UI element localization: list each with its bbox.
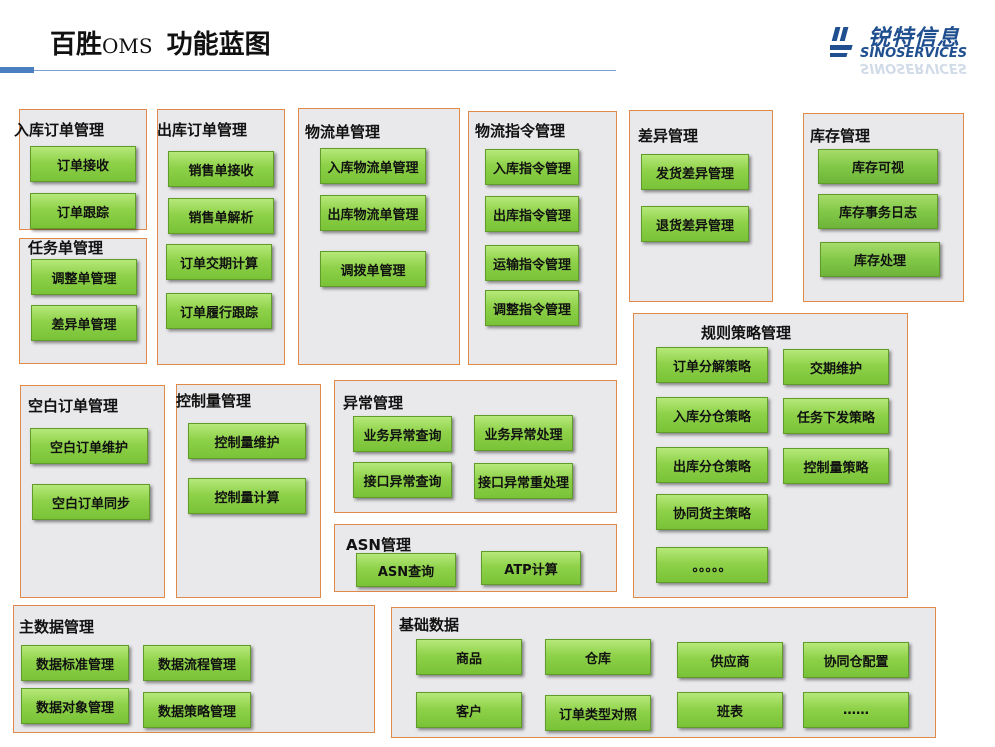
btn-api-exception-retry[interactable]: 接口异常重处理 xyxy=(474,463,573,499)
btn-data-object[interactable]: 数据对象管理 xyxy=(21,688,129,724)
btn-control-maintain[interactable]: 控制量维护 xyxy=(188,423,306,459)
btn-order-split[interactable]: 订单分解策略 xyxy=(656,347,768,383)
btn-cowarehouse-config[interactable]: 协同仓配置 xyxy=(803,642,909,678)
btn-data-strategy[interactable]: 数据策略管理 xyxy=(143,692,251,728)
btn-adjust-order[interactable]: 调整单管理 xyxy=(31,259,137,295)
title-divider xyxy=(34,70,616,71)
btn-shift-table[interactable]: 班表 xyxy=(677,692,783,728)
title-main: 百胜 xyxy=(50,30,103,60)
btn-blank-maintain[interactable]: 空白订单维护 xyxy=(30,428,148,464)
logo-en-text: SINOSERVICES xyxy=(860,46,968,61)
btn-sales-receive[interactable]: 销售单接收 xyxy=(168,151,274,187)
panel-logistics-order xyxy=(298,108,460,365)
btn-more-strategy[interactable]: 。。。。。 xyxy=(656,547,768,583)
btn-inventory-process[interactable]: 库存处理 xyxy=(820,242,940,277)
btn-data-standard[interactable]: 数据标准管理 xyxy=(21,645,129,681)
btn-ship-diff[interactable]: 发货差异管理 xyxy=(641,154,749,190)
label-asn: ASN管理 xyxy=(346,536,411,554)
btn-adjust-command[interactable]: 调整指令管理 xyxy=(485,290,579,326)
btn-more-basic[interactable]: …… xyxy=(803,692,909,728)
btn-owner-strategy[interactable]: 协同货主策略 xyxy=(656,494,768,530)
page-title: 百胜OMS 功能蓝图 xyxy=(50,24,271,61)
label-outbound-order: 出库订单管理 xyxy=(157,121,248,139)
btn-outbound-logistics[interactable]: 出库物流单管理 xyxy=(320,195,426,231)
btn-fulfill-track[interactable]: 订单履行跟踪 xyxy=(166,293,272,329)
label-task-order: 任务单管理 xyxy=(28,239,104,257)
btn-order-track[interactable]: 订单跟踪 xyxy=(30,193,136,229)
label-logistics-order: 物流单管理 xyxy=(305,123,381,141)
title-accent-bar xyxy=(0,67,34,73)
label-control-quantity: 控制量管理 xyxy=(176,392,252,410)
title-sub: 功能蓝图 xyxy=(166,30,271,60)
btn-return-diff[interactable]: 退货差异管理 xyxy=(641,206,749,242)
logo-en-reflection: SINOSERVICES xyxy=(860,60,968,75)
btn-order-receive[interactable]: 订单接收 xyxy=(30,146,136,182)
btn-outbound-command[interactable]: 出库指令管理 xyxy=(485,196,579,232)
btn-asn-query[interactable]: ASN查询 xyxy=(356,553,456,587)
btn-delivery-calc[interactable]: 订单交期计算 xyxy=(166,244,272,280)
btn-api-exception-query[interactable]: 接口异常查询 xyxy=(353,462,452,498)
btn-customer[interactable]: 客户 xyxy=(416,692,522,728)
label-inbound-order: 入库订单管理 xyxy=(14,121,105,139)
label-inventory: 库存管理 xyxy=(810,127,871,145)
btn-control-strategy[interactable]: 控制量策略 xyxy=(783,448,889,484)
company-logo: 锐特信息 SINOSERVICES SINOSERVICES xyxy=(830,22,980,82)
label-exception: 异常管理 xyxy=(343,394,404,412)
label-rule-strategy: 规则策略管理 xyxy=(701,324,792,342)
btn-inventory-visible[interactable]: 库存可视 xyxy=(818,149,938,184)
btn-warehouse[interactable]: 仓库 xyxy=(545,639,651,675)
btn-product[interactable]: 商品 xyxy=(416,639,522,675)
btn-inbound-logistics[interactable]: 入库物流单管理 xyxy=(320,148,426,184)
title-oms: OMS xyxy=(102,34,153,58)
logo-mark-icon xyxy=(830,27,853,57)
btn-inbound-command[interactable]: 入库指令管理 xyxy=(485,149,579,185)
label-blank-order: 空白订单管理 xyxy=(28,397,119,415)
logo-cn-text: 锐特信息 xyxy=(868,26,961,51)
btn-order-type-map[interactable]: 订单类型对照 xyxy=(545,695,651,731)
btn-diff-order[interactable]: 差异单管理 xyxy=(31,305,137,341)
btn-blank-sync[interactable]: 空白订单同步 xyxy=(32,484,150,520)
label-basic-data: 基础数据 xyxy=(399,616,460,634)
btn-outbound-split[interactable]: 出库分仓策略 xyxy=(656,447,768,483)
btn-atp-calc[interactable]: ATP计算 xyxy=(481,551,581,585)
label-logistics-command: 物流指令管理 xyxy=(475,122,566,140)
btn-data-flow[interactable]: 数据流程管理 xyxy=(143,645,251,681)
btn-sales-parse[interactable]: 销售单解析 xyxy=(168,198,274,234)
btn-task-dispatch[interactable]: 任务下发策略 xyxy=(783,398,889,434)
btn-inbound-split[interactable]: 入库分仓策略 xyxy=(656,397,768,433)
label-master-data: 主数据管理 xyxy=(19,618,95,636)
btn-inventory-log[interactable]: 库存事务日志 xyxy=(818,194,938,229)
btn-delivery-maintain[interactable]: 交期维护 xyxy=(783,349,889,385)
label-difference: 差异管理 xyxy=(638,127,699,145)
btn-control-calc[interactable]: 控制量计算 xyxy=(188,478,306,514)
btn-transfer-order[interactable]: 调拨单管理 xyxy=(320,251,426,287)
btn-biz-exception-handle[interactable]: 业务异常处理 xyxy=(474,415,573,451)
btn-supplier[interactable]: 供应商 xyxy=(677,642,783,678)
btn-transport-command[interactable]: 运输指令管理 xyxy=(485,245,579,281)
btn-biz-exception-query[interactable]: 业务异常查询 xyxy=(353,416,452,452)
